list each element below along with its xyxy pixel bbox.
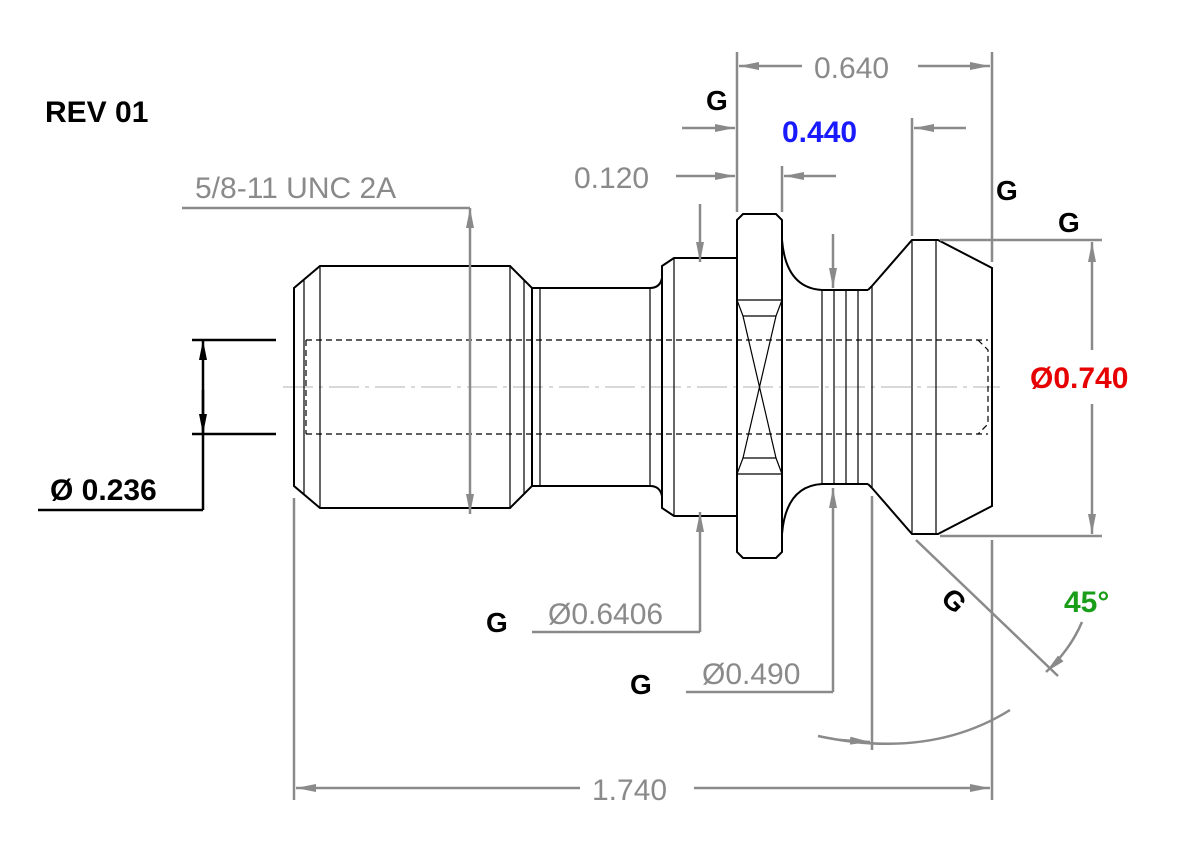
g-symbol-1: G [706,85,728,116]
pilot-diameter-text: Ø0.6406 [548,598,663,631]
chamfer-angle-text: 45° [1064,586,1109,619]
groove-diameter-dim: Ø0.490 [686,234,837,694]
groove-length-dim: 0.440 [782,116,966,236]
g-symbol-5: G [486,607,508,638]
head-length-text: 0.640 [814,52,889,85]
head-diameter-dim: Ø0.740 [940,238,1128,538]
chamfer-angle-dim: 45° [817,496,1109,750]
hidden-bore [305,339,989,435]
offset-text: 0.120 [574,162,649,195]
bore-diameter-dim: Ø 0.236 [38,338,276,512]
head-section [867,239,993,535]
offset-dim: 0.120 [574,124,836,212]
pull-stud-part [283,213,1000,559]
thread-callout-dim: 5/8-11 UNC 2A [182,172,474,514]
head-diameter-text: Ø0.740 [1030,362,1128,395]
bore-diameter-text: Ø 0.236 [50,474,157,507]
revision-label: REV 01 [45,96,148,129]
g-symbol-2: G [996,175,1018,206]
g-symbol-6: G [630,669,652,700]
overall-length-text: 1.740 [592,774,667,807]
thread-callout-text: 5/8-11 UNC 2A [195,172,396,205]
groove-length-text: 0.440 [782,116,857,149]
overall-length-dim: 1.740 [292,498,994,807]
groove-section [781,239,868,535]
g-symbol-3: G [1058,207,1080,238]
groove-diameter-text: Ø0.490 [702,658,800,691]
head-length-dim: 0.640 [735,52,994,262]
hex-flange [736,213,783,559]
pilot-diameter-dim: Ø0.6406 [532,204,704,634]
